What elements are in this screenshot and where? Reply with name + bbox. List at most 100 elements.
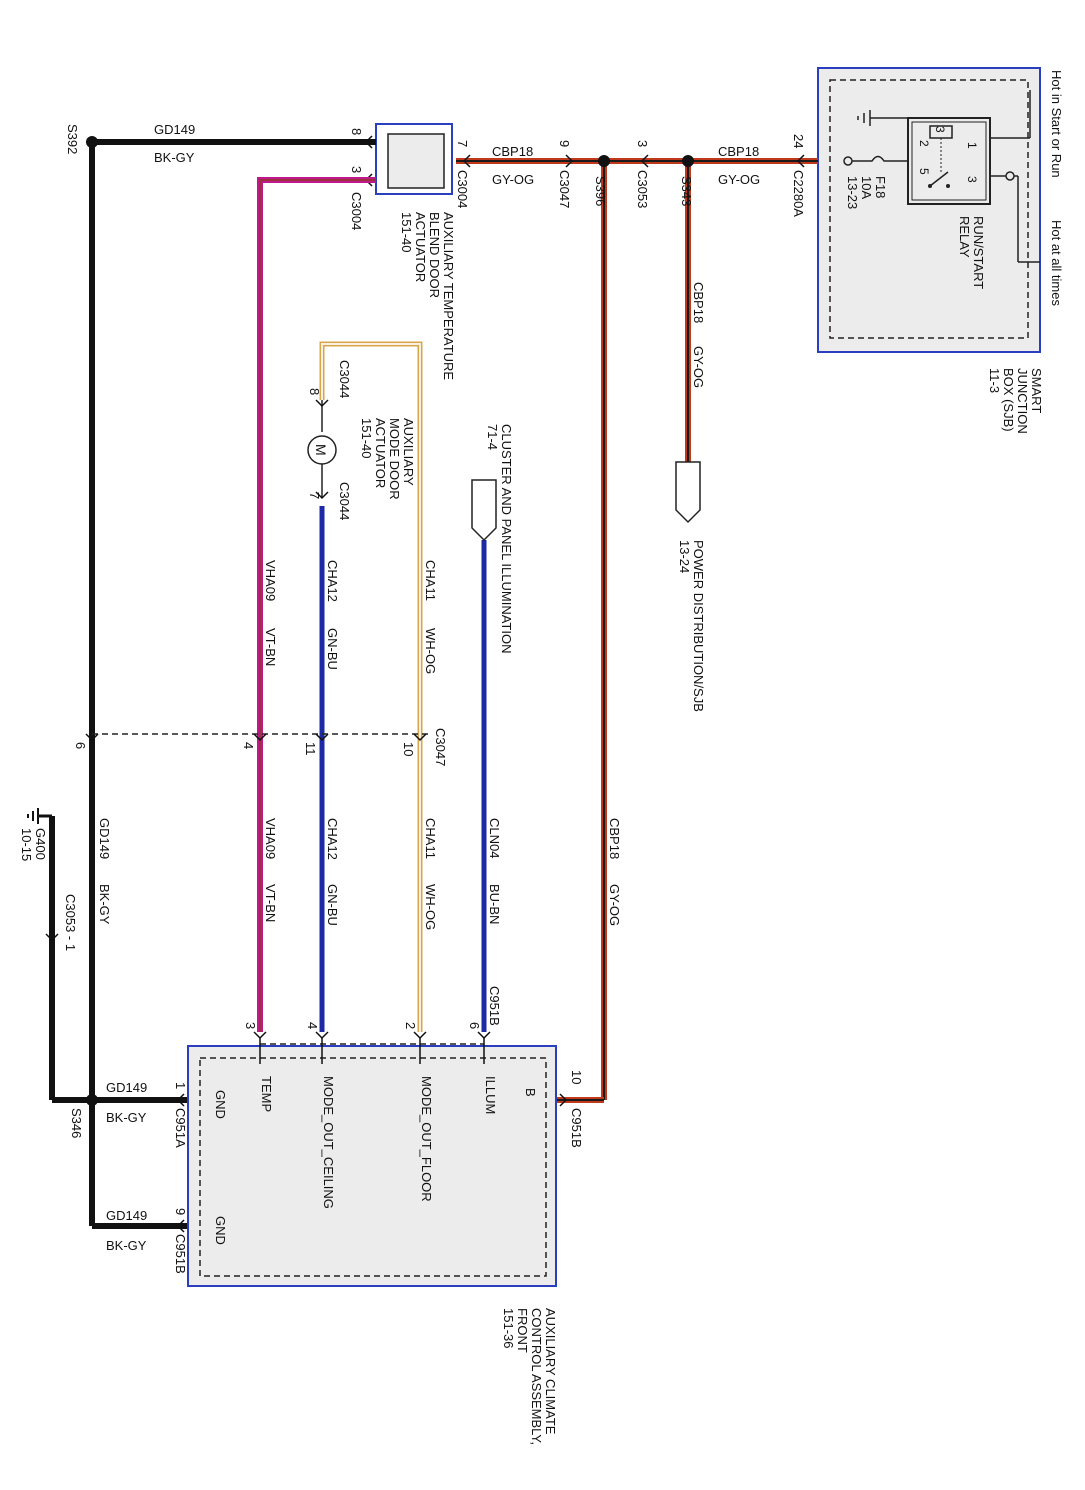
wh-og-label-bottom: WH-OG	[423, 884, 438, 930]
module-title-4: 151-36	[501, 1308, 516, 1348]
wh-og-label-top: WH-OG	[423, 628, 438, 674]
module-pin-gnd-1: GND	[213, 1090, 228, 1119]
module-pin-2: 2	[403, 1022, 418, 1029]
relay-name-2: RELAY	[957, 216, 972, 258]
module-pin-4: 4	[305, 1022, 320, 1029]
gd149-label-pin1: GD149	[106, 1080, 147, 1095]
cha12-label-top: CHA12	[325, 560, 340, 602]
cln04-label: CLN04	[487, 818, 502, 858]
connector-c3004-right: C3004	[455, 170, 470, 208]
motor-letter: M	[313, 444, 329, 456]
module-pin-9: 9	[173, 1208, 188, 1215]
ground-g400-label: G400	[33, 828, 48, 860]
splice-s392	[86, 136, 98, 148]
module-pin-mode-floor: MODE_OUT_FLOOR	[419, 1076, 434, 1202]
fuse-ref: 13-23	[845, 176, 860, 209]
sjb-title-2: JUNCTION	[1015, 368, 1030, 434]
aux-climate-control-module: 3 4 2 6 1 C951A 9 C951B 10 C951B B GND G…	[173, 1022, 584, 1445]
wire-cbp18-label-1: CBP18	[492, 144, 533, 159]
relay-name: RUN/START	[971, 216, 986, 289]
cha11-label-bottom: CHA11	[423, 818, 438, 859]
vt-bn-label-top: VT-BN	[263, 628, 278, 666]
sjb-title-3: BOX (SJB)	[1001, 368, 1016, 432]
splice-s396	[598, 155, 610, 167]
cluster-ref: 71-4	[485, 424, 500, 450]
relay-pin-1: 1	[965, 142, 979, 149]
module-section-b: B	[523, 1088, 538, 1097]
wire-cbp18-lower: CBP18	[607, 818, 622, 859]
connector-c951b-right: C951B	[569, 1108, 584, 1148]
run-start-relay	[907, 117, 991, 205]
relay-pin-5: 5	[917, 168, 931, 175]
wire-cha12: CHA12 GN-BU CHA12 GN-BU	[319, 506, 340, 1032]
blend-pin-3: 3	[349, 166, 364, 173]
ground-g400-ref: 10-15	[19, 828, 34, 861]
mode-pin-7: 7	[307, 492, 322, 499]
mode-connector-bottom: C3044	[337, 482, 352, 520]
splice-s346	[86, 1094, 98, 1106]
mode-actuator-title-4: 151-40	[359, 418, 374, 458]
gd149-label-mid: GD149	[97, 818, 112, 859]
vha09-label-bottom: VHA09	[263, 818, 278, 859]
module-pin-gnd-2: GND	[213, 1216, 228, 1245]
cluster-label: CLUSTER AND PANEL ILLUMINATION	[499, 424, 514, 653]
module-pin-10: 10	[569, 1070, 584, 1084]
wire-gy-og-label-1: GY-OG	[492, 172, 534, 187]
module-title-1: AUXILIARY CLIMATE	[543, 1308, 558, 1435]
module-pin-temp: TEMP	[259, 1076, 274, 1112]
connector-c951b-left: C951B	[173, 1234, 188, 1274]
wire-gy-og-label-2: GY-OG	[718, 172, 760, 187]
splice-s392-label: S392	[65, 124, 80, 154]
pin-7: 7	[455, 140, 470, 147]
connector-c3047-inline: 6 4 11 10 C3047	[73, 728, 448, 766]
c3047-label: C3047	[433, 728, 448, 766]
hot-in-start-or-run-label: Hot in Start or Run	[1049, 70, 1064, 178]
blend-actuator-title-2: BLEND DOOR	[427, 212, 442, 298]
power-distribution-arrow: POWER DISTRIBUTION/SJB 13-24	[675, 461, 706, 712]
module-pin-6: 6	[467, 1022, 482, 1029]
bk-gy-label-top: BK-GY	[154, 150, 195, 165]
connector-c3053: C3053	[635, 170, 650, 208]
sjb-title-4: 11-3	[987, 368, 1002, 393]
gn-bu-label-top: GN-BU	[325, 628, 340, 670]
relay-pin-3: 3	[965, 176, 979, 183]
connector-c951a: C951A	[173, 1108, 188, 1148]
connector-c3004-left: C3004	[349, 192, 364, 230]
aux-temp-blend-door-actuator: AUXILIARY TEMPERATURE BLEND DOOR ACTUATO…	[349, 123, 456, 380]
splice-s343-label: S343	[679, 176, 694, 206]
connector-c3053-1: C3053 - 1	[63, 894, 78, 951]
connector-c2280a: C2280A	[791, 170, 806, 217]
splice-s346-label: S346	[69, 1108, 84, 1138]
cha12-label-bottom: CHA12	[325, 818, 340, 860]
module-pin-illum: ILLUM	[483, 1076, 498, 1114]
module-title-2: CONTROL ASSEMBLY,	[529, 1308, 544, 1445]
power-distribution-ref: 13-24	[677, 540, 692, 573]
vha09-label-top: VHA09	[263, 560, 278, 601]
module-pin-mode-ceiling: MODE_OUT_CEILING	[321, 1076, 336, 1209]
c3047-pin-10: 10	[401, 742, 416, 756]
power-distribution-label: POWER DISTRIBUTION/SJB	[691, 540, 706, 712]
mode-actuator-title-3: ACTUATOR	[373, 418, 388, 488]
blend-actuator-title-1: AUXILIARY TEMPERATURE	[441, 212, 456, 380]
splice-s343	[682, 155, 694, 167]
module-pin-3: 3	[243, 1022, 258, 1029]
fuse-label: F18	[873, 176, 888, 198]
pin-24: 24	[791, 134, 806, 148]
gd149-label-top: GD149	[154, 122, 195, 137]
wire-cbp18-vertical: CBP18	[691, 282, 706, 323]
module-pin-1: 1	[173, 1082, 188, 1089]
relay-pin-3b: 3	[933, 126, 947, 133]
fuse-amp: 10A	[859, 176, 874, 199]
smart-junction-box: 1 2 5 3 3 F18 10A 13-23 RUN/START RELAY …	[817, 67, 1064, 434]
cbp18-feed-wires: CBP18 GY-OG CBP18 GY-OG 7 C3004 9 C3047 …	[455, 134, 818, 1103]
pin-3-c3053: 3	[635, 140, 650, 147]
wire-cha11: CHA11 WH-OG CHA11 WH-OG	[423, 560, 438, 930]
bu-bn-label: BU-BN	[487, 884, 502, 924]
bk-gy-label-pin1: BK-GY	[106, 1110, 147, 1125]
mode-pin-8: 8	[307, 388, 322, 395]
bk-gy-label-pin9: BK-GY	[106, 1238, 147, 1253]
gd149-label-pin9: GD149	[106, 1208, 147, 1223]
blend-actuator-title-4: 151-40	[399, 212, 414, 252]
blend-pin-8: 8	[349, 128, 364, 135]
